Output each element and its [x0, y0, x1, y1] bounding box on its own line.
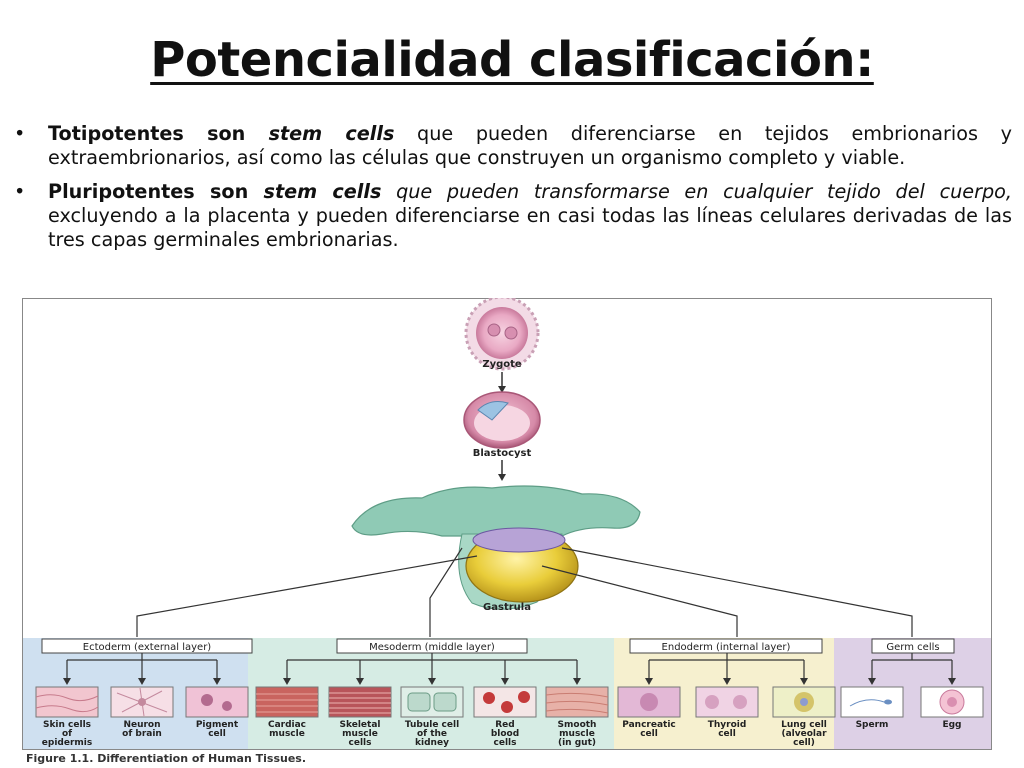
layer-connectors [136, 547, 913, 637]
cell-label: Pancreatic [622, 720, 676, 730]
bullet-term-italic: stem cells [263, 180, 382, 203]
egg-tile [920, 686, 984, 718]
cell-label: Cardiac [268, 720, 306, 730]
bullet-pluripotent: • Pluripotentes son stem cells que puede… [14, 180, 1012, 252]
ectoderm-header: Ectoderm (external layer) [83, 642, 212, 653]
skin-cells-tile [35, 686, 99, 718]
layer-headers: Ectoderm (external layer) Mesoderm (midd… [41, 638, 955, 654]
cell-labels: Skin cells of epidermis Neuron of brain … [42, 720, 962, 748]
cell-label: Pigment [196, 720, 239, 730]
cell-label: Egg [942, 720, 961, 730]
cell-label: Thyroid [708, 720, 747, 730]
figure-caption: Figure 1.1. Differentiation of Human Tis… [26, 752, 307, 765]
bullet-dot-icon: • [14, 122, 26, 145]
cell-label: cells [349, 738, 372, 748]
skeletal-muscle-tile [328, 686, 392, 718]
cell-label: muscle [269, 729, 305, 739]
zygote-icon [464, 298, 540, 371]
cell-label: (alveolar [781, 729, 827, 739]
mesoderm-header: Mesoderm (middle layer) [369, 642, 495, 653]
bullet-text: que pueden diferenciarse en tejidos embr… [48, 122, 1012, 169]
cell-label: blood [491, 729, 519, 739]
cell-label: of the [417, 729, 447, 739]
slide-title: Potencialidad clasificación: [150, 32, 874, 88]
cell-label: epidermis [42, 738, 92, 748]
differentiation-figure: Zygote Blastocyst Gastrula Ectoderm (ext… [22, 298, 992, 750]
cell-label: Tubule cell [405, 720, 459, 730]
cell-branches [66, 653, 953, 680]
cell-label: cell [718, 729, 736, 739]
cell-label: of brain [122, 729, 162, 739]
bullet-text: excluyendo a la placenta y pueden difere… [48, 204, 1012, 251]
blastocyst-icon [463, 391, 541, 449]
germ-header: Germ cells [886, 642, 939, 653]
endoderm-header: Endoderm (internal layer) [662, 642, 791, 653]
sperm-tile [840, 686, 904, 718]
red-blood-cells-tile [473, 686, 537, 718]
kidney-tubule-tile [400, 686, 464, 718]
smooth-muscle-tile [545, 686, 609, 718]
bullet-text-italic: que pueden transformarse en cualquier te… [381, 180, 1012, 203]
neuron-tile [110, 686, 174, 718]
cell-label: cell) [793, 738, 815, 748]
cell-label: cell [208, 729, 226, 739]
cell-label: cells [494, 738, 517, 748]
cell-label: muscle [342, 729, 378, 739]
bullet-term-italic: stem cells [268, 122, 395, 145]
cell-branch-arrowheads [63, 678, 956, 685]
cell-label: Neuron [123, 720, 160, 730]
cell-label: Skin cells [43, 720, 91, 730]
cell-label: muscle [559, 729, 595, 739]
cell-label: Skeletal [340, 720, 381, 730]
blastocyst-label: Blastocyst [473, 448, 532, 459]
cell-label: cell [640, 729, 658, 739]
cardiac-muscle-tile [255, 686, 319, 718]
bullet-dot-icon: • [14, 180, 26, 203]
thyroid-cell-tile [695, 686, 759, 718]
cell-label: (in gut) [558, 738, 596, 748]
cell-label: Smooth [558, 720, 597, 730]
pigment-cell-tile [185, 686, 249, 718]
cell-label: Red [495, 720, 514, 730]
cell-label: Sperm [856, 720, 889, 730]
bullet-totipotent: • Totipotentes son stem cells que pueden… [14, 122, 1012, 170]
zygote-label: Zygote [482, 359, 522, 370]
cell-label: kidney [415, 738, 449, 748]
cell-tiles [35, 686, 984, 718]
cell-label: of [62, 729, 72, 739]
bullet-term: Pluripotentes son [48, 180, 264, 203]
gastrula-label: Gastrula [483, 602, 531, 613]
cell-label: Lung cell [781, 720, 827, 730]
gastrula-icon [351, 485, 641, 610]
lung-cell-tile [772, 686, 836, 718]
bullet-list: • Totipotentes son stem cells que pueden… [14, 122, 1012, 262]
pancreatic-cell-tile [617, 686, 681, 718]
bullet-term: Totipotentes son [48, 122, 269, 145]
